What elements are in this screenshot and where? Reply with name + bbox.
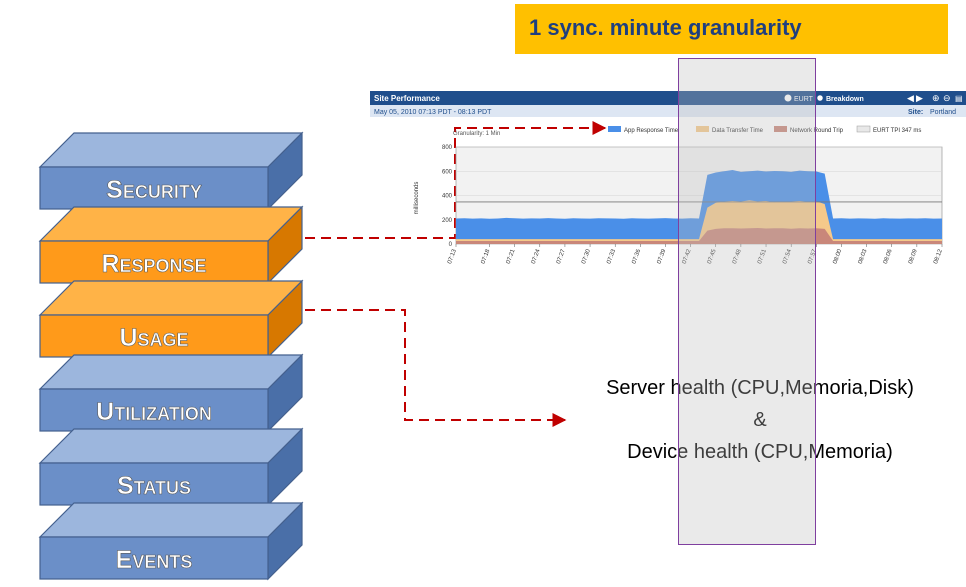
layer-response-top bbox=[38, 206, 304, 242]
layer-usage-front bbox=[39, 314, 269, 358]
layer-stack: SecurityResponseUsageUtilizationStatusEv… bbox=[38, 131, 304, 581]
print-icon[interactable]: ▤ bbox=[955, 94, 963, 103]
y-tick-label: 400 bbox=[442, 194, 453, 200]
usage-connector bbox=[305, 309, 567, 427]
site-performance-panel: Site Performance EURT Breakdown ◀ ▶ ⊕ ⊖ … bbox=[370, 91, 966, 271]
x-tick-label: 07:21 bbox=[506, 248, 517, 265]
layer-security-front bbox=[39, 166, 269, 210]
next-arrow-icon[interactable]: ▶ bbox=[916, 93, 923, 103]
x-tick-label: 07:36 bbox=[631, 248, 642, 265]
x-tick-label: 07:18 bbox=[481, 248, 492, 265]
layer-utilization-label: Utilization bbox=[96, 398, 212, 426]
legend-swatch bbox=[608, 126, 621, 132]
device-health-text: Device health (CPU,Memoria) bbox=[627, 441, 893, 463]
y-axis-label: milliseconds bbox=[414, 182, 420, 215]
x-tick-label: 08:06 bbox=[883, 248, 894, 265]
legend-label: EURT TPI 347 ms bbox=[873, 128, 921, 134]
radio-breakdown-icon[interactable] bbox=[815, 93, 825, 103]
chart-legend: App Response Time Data Transfer Time Netwo… bbox=[608, 125, 921, 134]
layer-security-label: Security bbox=[106, 176, 202, 204]
layer-status-front bbox=[39, 462, 269, 506]
x-tick-label: 07:51 bbox=[757, 248, 768, 265]
x-tick-label: 07:24 bbox=[531, 248, 542, 265]
granularity-label: Granularity: 1 Min bbox=[453, 131, 500, 137]
y-tick-label: 0 bbox=[449, 242, 453, 248]
legend-label: Data Transfer Time bbox=[712, 128, 764, 134]
legend-label: App Response Time bbox=[624, 128, 679, 134]
x-tick-label: 07:13 bbox=[447, 248, 458, 265]
layer-status-label: Status bbox=[117, 472, 191, 500]
layer-utilization: Utilization bbox=[38, 353, 304, 433]
x-tick-label: 07:33 bbox=[606, 248, 617, 265]
y-tick-label: 200 bbox=[442, 218, 453, 224]
layer-usage-top bbox=[38, 280, 304, 316]
health-notes: Server health (CPU,Memoria,Disk) & Devic… bbox=[560, 372, 960, 468]
layer-response-label: Response bbox=[101, 250, 206, 278]
x-tick-label: 07:45 bbox=[707, 248, 718, 265]
layer-security-top bbox=[38, 132, 304, 168]
callout-text: 1 sync. minute granularity bbox=[529, 15, 802, 40]
y-tick-label: 800 bbox=[442, 145, 453, 151]
x-tick-label: 07:27 bbox=[556, 248, 567, 265]
area-network-round-trip bbox=[456, 228, 942, 244]
date-bar bbox=[370, 105, 966, 117]
site-label: Site: bbox=[908, 109, 923, 116]
legend-swatch bbox=[774, 126, 787, 132]
y-tick-label: 600 bbox=[442, 169, 453, 175]
site-value: Portland bbox=[930, 109, 956, 116]
x-tick-label: 08:00 bbox=[833, 248, 844, 265]
radio-eurt-icon[interactable] bbox=[784, 94, 792, 102]
zoom-in-icon[interactable]: ⊕ bbox=[932, 93, 940, 103]
panel-header bbox=[370, 91, 966, 105]
time-window-highlight bbox=[678, 58, 816, 545]
x-tick-label: 07:54 bbox=[782, 248, 793, 265]
layer-usage: Usage bbox=[38, 279, 304, 359]
x-tick-label: 07:48 bbox=[732, 248, 743, 265]
layer-events-front bbox=[39, 536, 269, 580]
layer-events-label: Events bbox=[116, 546, 193, 574]
ampersand-text: & bbox=[753, 409, 767, 431]
granularity-callout: 1 sync. minute granularity bbox=[515, 4, 948, 54]
prev-arrow-icon[interactable]: ◀ bbox=[907, 93, 914, 103]
radio-breakdown-label: Breakdown bbox=[826, 96, 864, 103]
layer-utilization-top bbox=[38, 354, 304, 390]
date-range: May 05, 2010 07:13 PDT - 08:13 PDT bbox=[374, 109, 492, 116]
layer-security: Security bbox=[38, 131, 304, 211]
legend-swatch bbox=[696, 126, 709, 132]
layer-events: Events bbox=[38, 501, 304, 581]
radio-eurt-label: EURT bbox=[794, 96, 814, 103]
legend-label: Network Round Trip bbox=[790, 128, 844, 134]
server-health-text: Server health (CPU,Memoria,Disk) bbox=[606, 377, 914, 399]
layer-response: Response bbox=[38, 205, 304, 285]
site-performance-chart: Site Performance EURT Breakdown ◀ ▶ ⊕ ⊖ … bbox=[370, 91, 966, 265]
layer-status-top bbox=[38, 428, 304, 464]
x-tick-label: 08:12 bbox=[933, 248, 944, 265]
x-tick-label: 08:03 bbox=[858, 248, 869, 265]
legend-swatch bbox=[856, 125, 871, 133]
layer-usage-label: Usage bbox=[119, 324, 188, 352]
x-tick-label: 07:30 bbox=[581, 248, 592, 265]
x-tick-label: 07:57 bbox=[807, 248, 818, 265]
panel-title: Site Performance bbox=[374, 94, 440, 103]
x-tick-label: 07:39 bbox=[657, 248, 668, 265]
layer-events-top bbox=[38, 502, 304, 538]
x-tick-label: 08:09 bbox=[908, 248, 919, 265]
x-tick-label: 07:42 bbox=[682, 248, 693, 265]
zoom-out-icon[interactable]: ⊖ bbox=[943, 93, 951, 103]
layer-utilization-front bbox=[39, 388, 269, 432]
layer-status: Status bbox=[38, 427, 304, 507]
